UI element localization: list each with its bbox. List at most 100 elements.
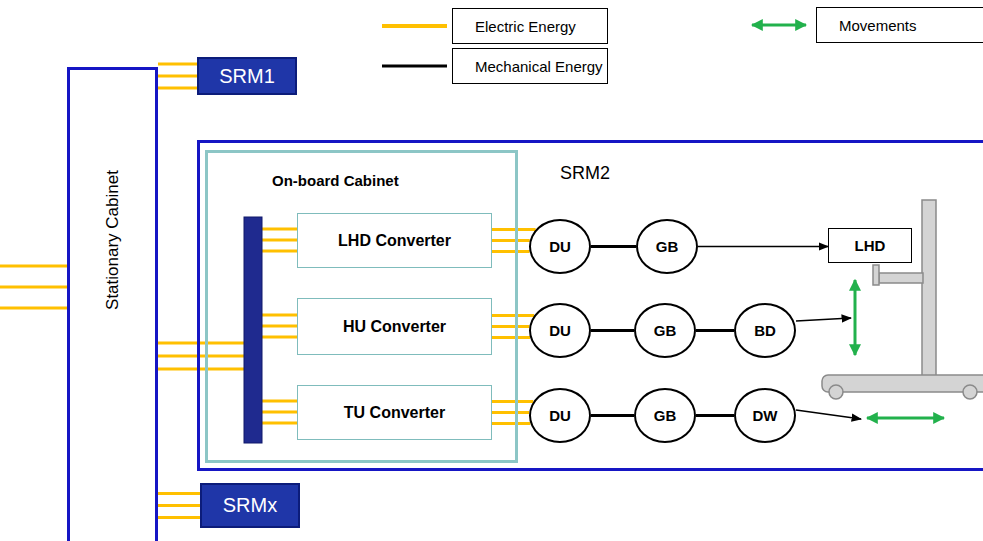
connector-line (492, 336, 530, 339)
connector-line (158, 492, 200, 495)
legend-sample-line (382, 24, 447, 28)
lhd-box: LHD (828, 228, 912, 263)
connector-line (158, 504, 200, 507)
legend-entry: Mechanical Energy (452, 48, 608, 84)
feed-line (205, 355, 244, 358)
power-connector (492, 402, 533, 424)
branch-line (262, 239, 297, 242)
drive-wheel-circle: DW (734, 388, 796, 443)
legend-sample-line (382, 65, 447, 68)
converter-box: TU Converter (297, 385, 492, 440)
converter-box: HU Converter (297, 298, 492, 355)
feed-line (205, 342, 244, 345)
crane-wheel (963, 385, 977, 399)
connector-line (492, 314, 534, 317)
busbar (244, 217, 262, 443)
mechanical-connector (591, 246, 636, 247)
node-label: TU Converter (344, 404, 445, 422)
srm-box: SRM1 (197, 57, 297, 95)
branch-line (262, 250, 297, 253)
branch-line (262, 400, 297, 403)
connector-line (696, 414, 734, 417)
connector-line (492, 400, 533, 403)
connector-line (158, 516, 200, 519)
crane-mast (922, 200, 936, 378)
node-label: DU (549, 407, 571, 424)
connector-line (492, 239, 530, 242)
feed-line (205, 368, 244, 371)
connector-line (696, 329, 734, 332)
mechanical-connector (591, 415, 634, 416)
legend-entry: Electric Energy (452, 8, 608, 44)
drive-unit-circle: DU (529, 219, 591, 274)
node-label: SRMx (223, 494, 277, 517)
connector-line (492, 422, 530, 425)
crane-base (822, 375, 983, 392)
mechanical-connector (698, 246, 828, 247)
movement-arrow (867, 417, 944, 420)
mechanical-connector (591, 330, 634, 331)
connector-line (591, 329, 634, 332)
branch-line (262, 325, 297, 328)
node-label: On-board Cabinet (272, 172, 399, 189)
connector-line (492, 325, 529, 328)
node-label: Stationary Cabinet (103, 170, 123, 310)
srm-region: SRM2 On-board CabinetLHD Converter HU Conv… (197, 140, 983, 471)
drive-unit-circle: DU (529, 388, 591, 443)
legend-text: Movements (839, 17, 917, 34)
power-connector (158, 64, 197, 88)
gearbox-circle: GB (634, 303, 696, 358)
supply-line (0, 265, 67, 268)
branch-line (262, 422, 297, 425)
node-label: BD (754, 322, 776, 339)
onboard-cabinet: On-board CabinetLHD Converter HU Converte… (205, 150, 518, 463)
srm-box: SRMx (200, 483, 300, 528)
node-label: GB (654, 322, 677, 339)
power-connector (492, 316, 534, 338)
connector-line (698, 246, 828, 248)
supply-line (0, 307, 67, 310)
drive-arrow (796, 410, 861, 419)
supply-line (0, 286, 67, 289)
branch-line (262, 336, 297, 339)
node-label: HU Converter (343, 318, 446, 336)
connector-line (492, 411, 529, 414)
movement-arrow (854, 280, 857, 355)
crane-fork (873, 265, 879, 285)
node-label: DU (549, 322, 571, 339)
legend-sample-arrow (752, 24, 806, 27)
mechanical-connector (696, 330, 734, 331)
connector-line (591, 414, 634, 417)
branch-line (262, 411, 297, 414)
connector-line (158, 75, 197, 78)
stationary-cabinet: Stationary Cabinet (67, 67, 158, 541)
connector-line (492, 250, 530, 253)
node-label: SRM1 (219, 65, 275, 88)
drive-arrow (796, 318, 851, 321)
legend-text: Mechanical Energy (475, 58, 603, 75)
stacker-crane (822, 200, 983, 399)
connector-line (591, 245, 636, 248)
connector-line (158, 87, 197, 90)
node-label: GB (654, 407, 677, 424)
node-label: SRM2 (560, 163, 610, 184)
legend-text: Electric Energy (475, 18, 576, 35)
gearbox-circle: GB (636, 219, 698, 274)
legend-entry: Movements (816, 7, 983, 43)
converter-box: LHD Converter (297, 213, 492, 268)
node-label: DW (753, 407, 778, 424)
belt-drive-circle: BD (734, 303, 796, 358)
node-label: GB (656, 238, 679, 255)
crane-wheel (829, 385, 843, 399)
node-label: LHD Converter (338, 232, 451, 250)
crane-arm (879, 273, 923, 283)
gearbox-circle: GB (634, 388, 696, 443)
power-connector (158, 494, 200, 518)
connector-line (158, 63, 197, 66)
branch-line (262, 314, 297, 317)
supply-lines (0, 266, 67, 308)
mechanical-connector (696, 415, 734, 416)
node-label: LHD (855, 237, 886, 254)
